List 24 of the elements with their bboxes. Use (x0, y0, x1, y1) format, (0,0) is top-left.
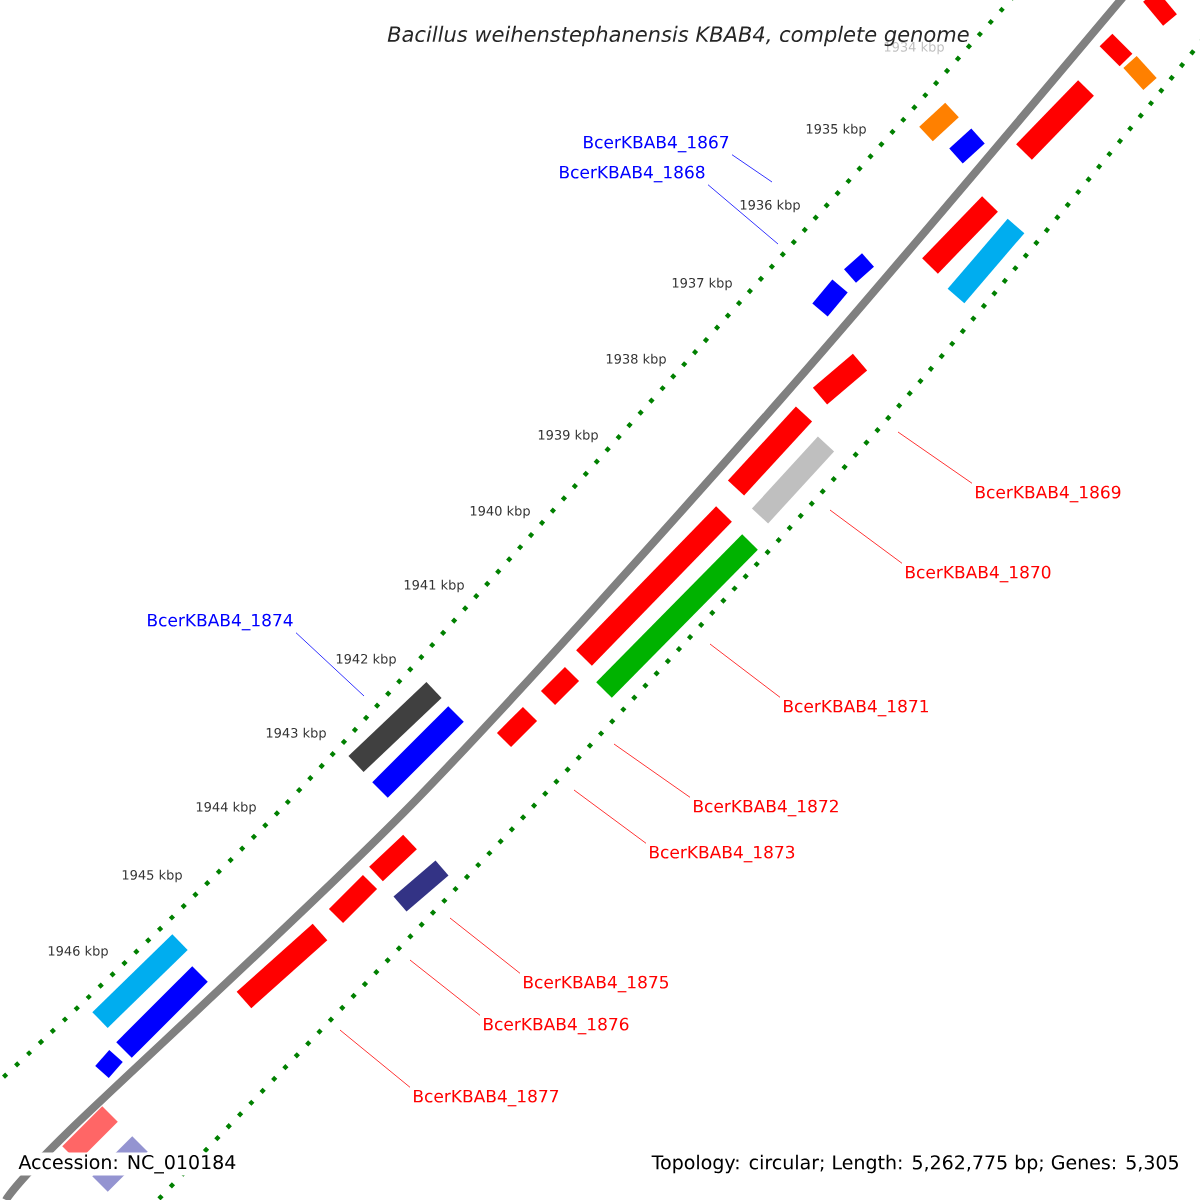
accession-text: Accession: NC_010184 (16, 1152, 239, 1176)
leader-line (409, 959, 481, 1016)
leader-line (339, 1029, 411, 1088)
leader-line (449, 917, 521, 974)
leader-line (295, 632, 365, 697)
gene-label: BcerKBAB4_1875 (524, 975, 669, 993)
gene-label: BcerKBAB4_1867 (584, 135, 729, 153)
gene-label: BcerKBAB4_1877 (414, 1089, 559, 1107)
gene-label: BcerKBAB4_1870 (906, 565, 1051, 583)
gene-label: BcerKBAB4_1869 (976, 485, 1121, 503)
gene-label: BcerKBAB4_1872 (694, 799, 838, 817)
gene-label: BcerKBAB4_1871 (784, 699, 928, 717)
leader-line (829, 509, 903, 564)
gene-label: BcerKBAB4_1874 (148, 613, 293, 631)
leader-line (613, 743, 691, 798)
gene-label: BcerKBAB4_1876 (484, 1017, 629, 1035)
leader-line (707, 184, 779, 245)
leader-line (731, 154, 773, 183)
leader-line (709, 643, 781, 698)
topology-text: Topology: circular; Length: 5,262,775 bp; Genes: 5,305 (651, 1154, 1178, 1174)
gene-label: BcerKBAB4_1873 (650, 845, 795, 863)
gene-label: BcerKBAB4_1868 (560, 165, 705, 183)
leader-line (897, 431, 973, 484)
leader-line (573, 789, 647, 844)
